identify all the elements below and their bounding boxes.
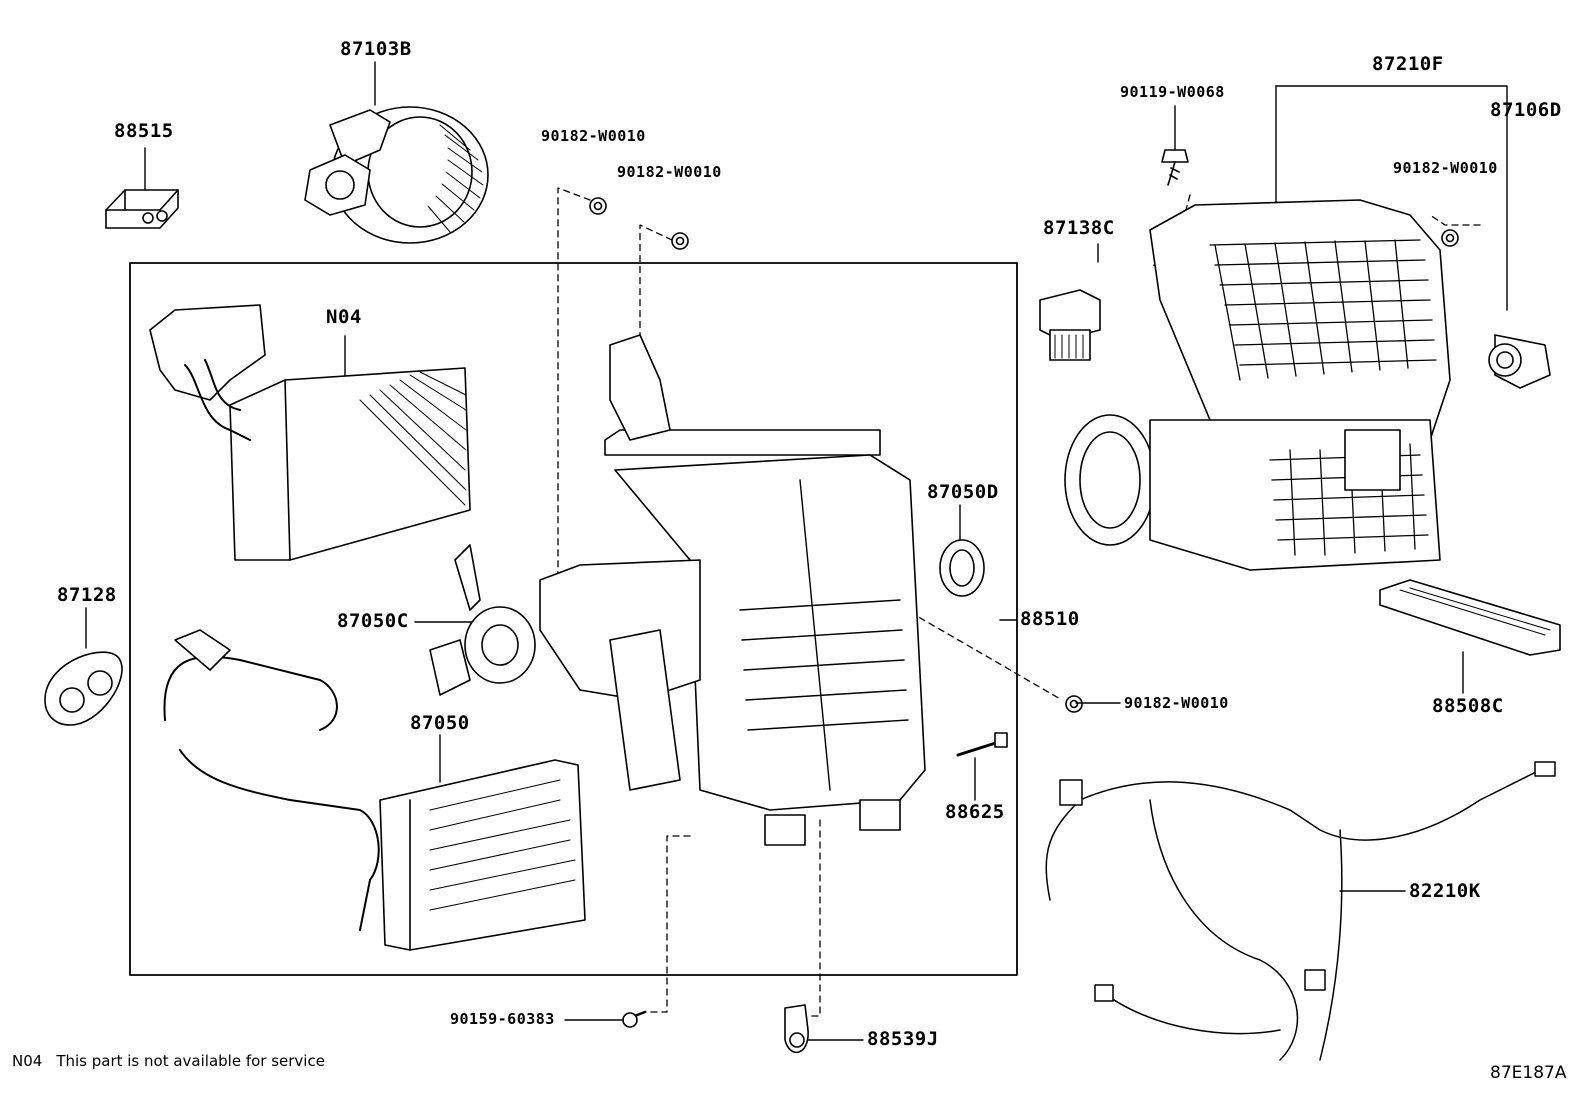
blower-motor: [304, 106, 489, 244]
evaporator: [149, 304, 471, 561]
actuator-87050D: [939, 539, 985, 597]
label-87050D: 87050D: [927, 481, 999, 503]
actuator-87050C: [429, 544, 536, 696]
upper-case: [1064, 199, 1451, 571]
expansion-valve: [105, 189, 179, 229]
leader-lines: [85, 61, 1508, 1041]
footnote-code: N04: [12, 1052, 43, 1070]
label-87128: 87128: [57, 584, 117, 606]
wire-harness: [1045, 761, 1556, 1061]
label-90182-a: 90182-W0010: [541, 127, 646, 145]
label-90182-d: 90182-W0010: [1124, 694, 1229, 712]
bolt-88625: [956, 732, 1008, 757]
blower-resistor: [1039, 289, 1101, 361]
label-88510: 88510: [1020, 608, 1080, 630]
label-90182-b: 90182-W0010: [617, 163, 722, 181]
label-88508C: 88508C: [1432, 695, 1504, 717]
cabin-filter: [1379, 579, 1561, 656]
label-90119: 90119-W0068: [1120, 83, 1225, 101]
bolt-90159: [622, 1010, 647, 1028]
label-87103B: 87103B: [340, 38, 412, 60]
label-90159: 90159-60383: [450, 1010, 555, 1028]
label-87106D: 87106D: [1490, 99, 1562, 121]
footnote-text: This part is not available for service: [56, 1052, 325, 1070]
label-87138C: 87138C: [1043, 217, 1115, 239]
heater-core: [163, 629, 586, 951]
servo-motor: [1488, 334, 1551, 389]
label-87050C: 87050C: [337, 610, 409, 632]
label-88539J: 88539J: [867, 1028, 939, 1050]
screw-90119: [1161, 149, 1189, 186]
clip-88539J: [784, 1004, 809, 1054]
assembly-frame: [129, 262, 1018, 976]
label-87050: 87050: [410, 712, 470, 734]
label-88625: 88625: [945, 801, 1005, 823]
clip-nuts: [589, 197, 1459, 713]
label-88515: 88515: [114, 120, 174, 142]
grommet: [44, 651, 123, 726]
label-82210K: 82210K: [1409, 880, 1481, 902]
label-87210F: 87210F: [1372, 53, 1444, 75]
illustration-id: 87E187A: [1490, 1063, 1567, 1083]
heater-unit-housing: [539, 334, 926, 846]
label-N04: N04: [326, 306, 362, 328]
footnote: N04 This part is not available for servic…: [12, 1052, 325, 1070]
label-90182-c: 90182-W0010: [1393, 159, 1498, 177]
